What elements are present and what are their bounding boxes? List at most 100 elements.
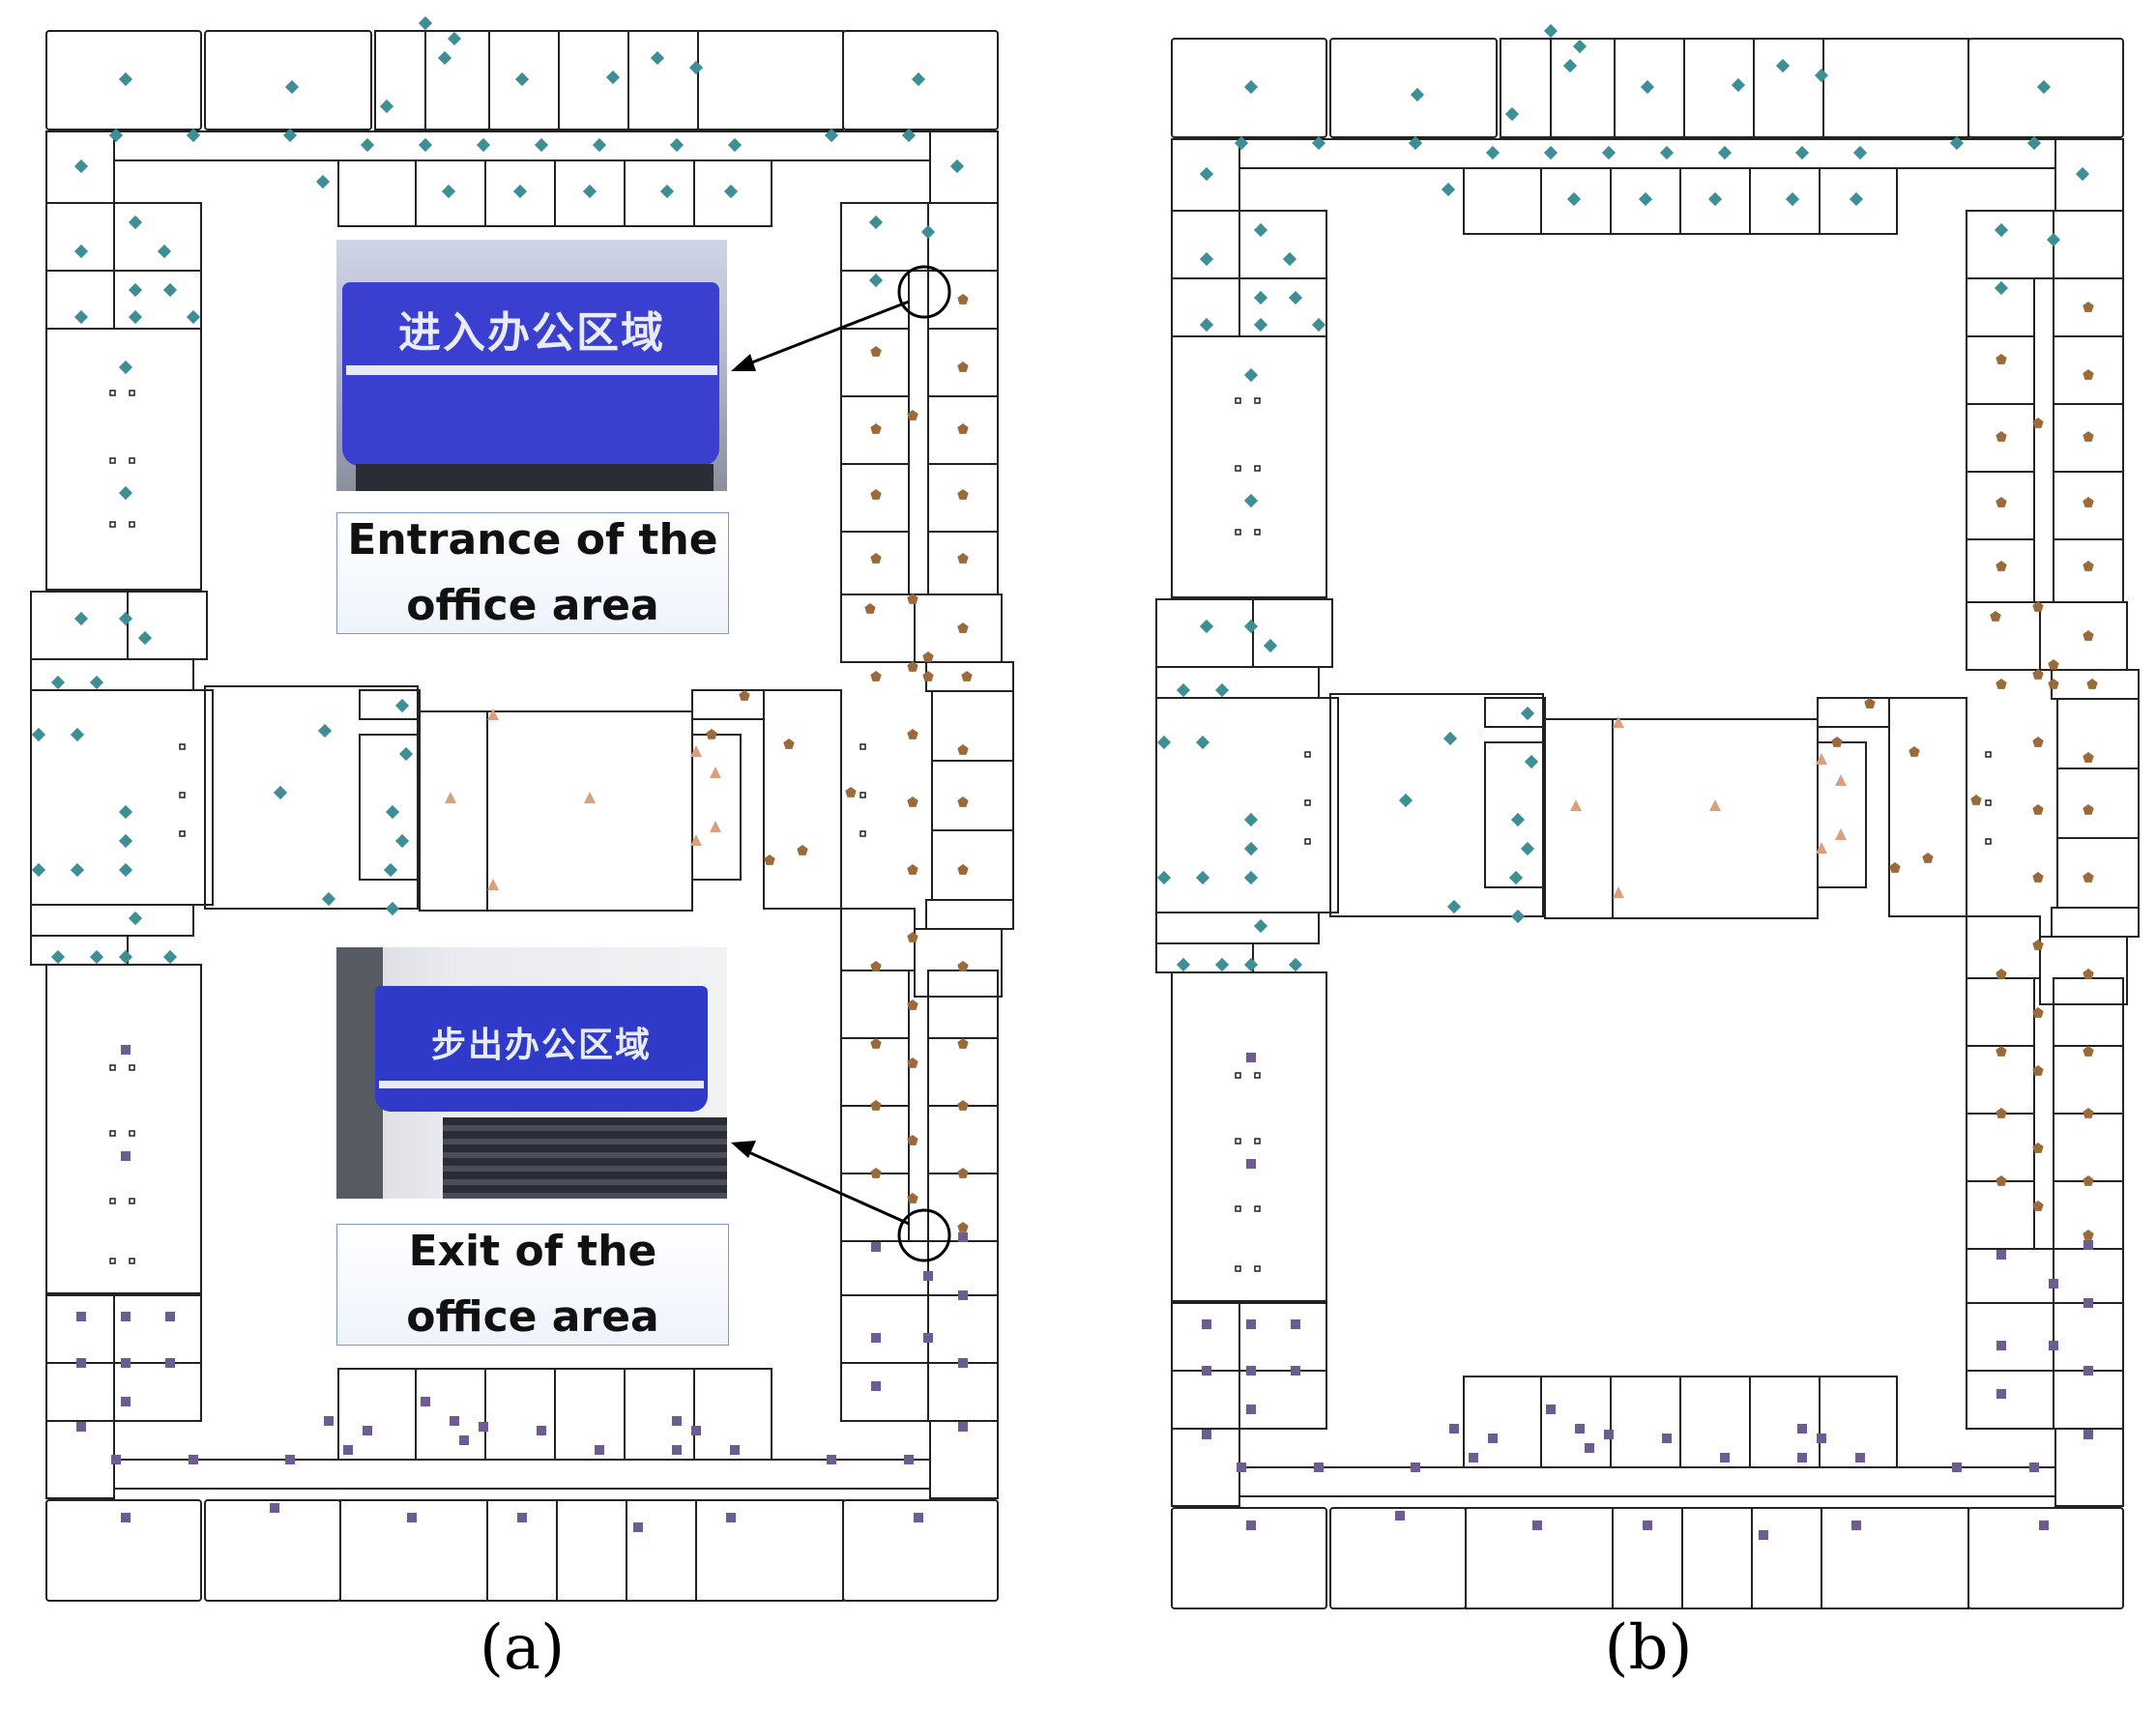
entrance-sign-text: 进入办公区域 bbox=[398, 308, 665, 358]
teal-diamond-marker bbox=[534, 137, 549, 153]
brown-pentagon-marker bbox=[1996, 497, 2007, 507]
teal-diamond-marker bbox=[379, 99, 394, 114]
purple-square-marker bbox=[1585, 1443, 1594, 1453]
purple-square-marker bbox=[672, 1445, 682, 1455]
purple-square-marker bbox=[1291, 1366, 1300, 1376]
teal-diamond-marker bbox=[186, 309, 201, 325]
brown-pentagon-marker bbox=[922, 652, 934, 662]
marker-layer-b bbox=[1156, 23, 2098, 1540]
purple-square-marker bbox=[904, 1455, 914, 1464]
brown-pentagon-marker bbox=[907, 1193, 918, 1203]
teal-diamond-marker bbox=[441, 184, 456, 199]
brown-pentagon-marker bbox=[2083, 872, 2094, 883]
purple-square-marker bbox=[1202, 1319, 1211, 1329]
purple-square-marker bbox=[450, 1416, 459, 1426]
brown-pentagon-marker bbox=[870, 489, 882, 500]
purple-square-marker bbox=[1411, 1463, 1420, 1472]
teal-diamond-marker bbox=[284, 79, 300, 95]
peach-triangle-marker bbox=[1613, 716, 1624, 728]
teal-diamond-marker bbox=[1659, 145, 1675, 160]
teal-diamond-marker bbox=[1288, 957, 1303, 972]
teal-diamond-marker bbox=[1253, 317, 1268, 333]
brown-pentagon-marker bbox=[1996, 1046, 2007, 1057]
purple-square-marker bbox=[76, 1358, 86, 1368]
peach-triangle-marker bbox=[1816, 753, 1827, 765]
brown-pentagon-marker bbox=[907, 932, 918, 942]
brown-pentagon-marker bbox=[907, 661, 918, 672]
exit-arrow-head bbox=[731, 1141, 756, 1158]
teal-diamond-marker bbox=[394, 833, 410, 849]
teal-diamond-marker bbox=[73, 309, 89, 325]
brown-pentagon-marker bbox=[907, 864, 918, 875]
teal-diamond-marker bbox=[605, 70, 621, 85]
teal-diamond-marker bbox=[1253, 290, 1268, 305]
brown-pentagon-marker bbox=[864, 603, 876, 614]
brown-pentagon-marker bbox=[2032, 1201, 2044, 1211]
teal-diamond-marker bbox=[1543, 23, 1559, 39]
teal-diamond-marker bbox=[2075, 166, 2090, 182]
teal-diamond-marker bbox=[1214, 957, 1230, 972]
brown-pentagon-marker bbox=[907, 999, 918, 1010]
teal-diamond-marker bbox=[1410, 87, 1425, 102]
teal-diamond-marker bbox=[1234, 135, 1249, 151]
teal-diamond-marker bbox=[162, 949, 178, 965]
brown-pentagon-marker bbox=[957, 362, 969, 372]
purple-square-marker bbox=[1851, 1521, 1861, 1530]
caption-b: (b) bbox=[1604, 1612, 1693, 1684]
purple-square-marker bbox=[517, 1513, 527, 1522]
teal-diamond-marker bbox=[1520, 706, 1535, 721]
teal-diamond-marker bbox=[1195, 870, 1210, 885]
exit-sign-board bbox=[375, 986, 708, 1112]
peach-triangle-marker bbox=[1835, 828, 1847, 840]
teal-diamond-marker bbox=[723, 184, 739, 199]
purple-square-marker bbox=[407, 1513, 417, 1522]
peach-triangle-marker bbox=[690, 834, 702, 846]
brown-pentagon-marker bbox=[2083, 561, 2094, 571]
brown-pentagon-marker bbox=[870, 1038, 882, 1049]
teal-diamond-marker bbox=[1243, 493, 1259, 508]
purple-square-marker bbox=[1643, 1521, 1652, 1530]
teal-diamond-marker bbox=[418, 137, 433, 153]
teal-diamond-marker bbox=[1199, 166, 1214, 182]
brown-pentagon-marker bbox=[2032, 418, 2044, 428]
purple-square-marker bbox=[459, 1435, 469, 1445]
teal-diamond-marker bbox=[1731, 77, 1746, 93]
brown-pentagon-marker bbox=[2032, 601, 2044, 612]
entrance-label-line2: office area bbox=[406, 581, 659, 630]
teal-diamond-marker bbox=[1311, 135, 1326, 151]
teal-diamond-marker bbox=[2046, 232, 2061, 247]
purple-square-marker bbox=[2083, 1430, 2093, 1439]
teal-diamond-marker bbox=[321, 891, 336, 907]
teal-diamond-marker bbox=[650, 50, 665, 66]
teal-diamond-marker bbox=[1442, 731, 1458, 746]
brown-pentagon-marker bbox=[870, 1168, 882, 1178]
purple-square-marker bbox=[1395, 1511, 1405, 1521]
brown-pentagon-marker bbox=[907, 729, 918, 739]
teal-diamond-marker bbox=[73, 611, 89, 626]
teal-diamond-marker bbox=[360, 137, 375, 153]
teal-diamond-marker bbox=[1707, 191, 1723, 207]
teal-diamond-marker bbox=[1849, 191, 1864, 207]
purple-square-marker bbox=[923, 1271, 933, 1281]
teal-diamond-marker bbox=[1282, 251, 1297, 267]
teal-diamond-marker bbox=[1524, 754, 1539, 769]
teal-diamond-marker bbox=[1566, 191, 1582, 207]
brown-pentagon-marker bbox=[2032, 804, 2044, 815]
brown-pentagon-marker bbox=[1996, 679, 2007, 689]
purple-square-marker bbox=[121, 1151, 131, 1161]
teal-diamond-marker bbox=[1253, 918, 1268, 934]
peach-triangle-marker bbox=[487, 709, 499, 720]
teal-diamond-marker bbox=[1510, 812, 1526, 827]
teal-diamond-marker bbox=[1263, 638, 1278, 653]
peach-triangle-marker bbox=[1835, 774, 1847, 786]
entrance-sign-base bbox=[356, 464, 714, 491]
brown-pentagon-marker bbox=[1970, 795, 1982, 805]
brown-pentagon-marker bbox=[1996, 1108, 2007, 1118]
purple-square-marker bbox=[2049, 1341, 2058, 1350]
purple-square-marker bbox=[1246, 1366, 1256, 1376]
purple-square-marker bbox=[1797, 1453, 1807, 1463]
brown-pentagon-marker bbox=[922, 671, 934, 681]
purple-square-marker bbox=[958, 1422, 968, 1432]
teal-diamond-marker bbox=[118, 949, 133, 965]
purple-square-marker bbox=[1488, 1434, 1498, 1443]
